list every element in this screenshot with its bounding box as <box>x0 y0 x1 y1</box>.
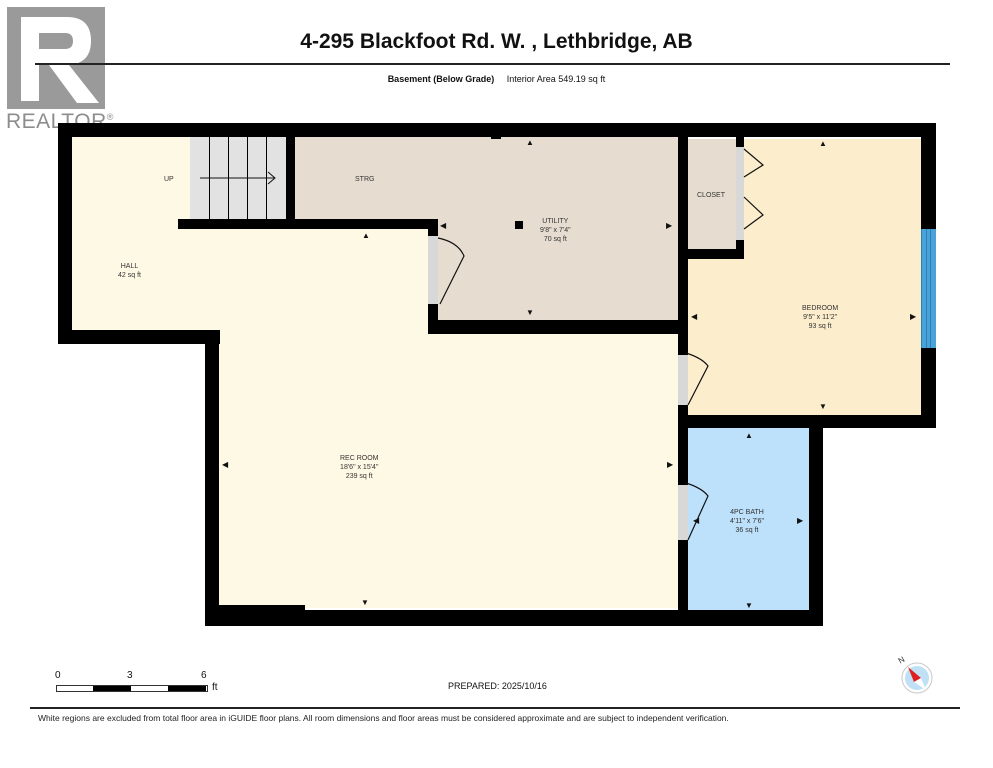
dimension-arrow-icon: ▼ <box>361 598 369 607</box>
footer-divider <box>30 707 960 709</box>
rec-room-upper <box>218 229 430 330</box>
dimension-arrow-icon: ▶ <box>797 516 804 525</box>
wall <box>58 123 72 344</box>
wall <box>205 610 823 626</box>
realtor-logo-mark <box>7 7 105 109</box>
realtor-r-icon <box>21 17 99 103</box>
page-title: 4-295 Blackfoot Rd. W. , Lethbridge, AB <box>300 30 693 53</box>
stairs-up-arrow-icon <box>200 171 276 185</box>
closet-room-fill <box>688 139 736 249</box>
dimension-arrow-icon: ▲ <box>745 431 753 440</box>
wall <box>678 540 688 626</box>
closet-door <box>736 147 744 240</box>
bath-room <box>688 428 809 613</box>
utility-door <box>428 236 438 304</box>
dimension-arrow-icon: ▶ <box>667 460 674 469</box>
wall <box>921 123 936 229</box>
utility-room <box>435 137 678 320</box>
rec-room <box>218 330 678 608</box>
prepared-date: PREPARED: 2025/10/16 <box>448 681 547 691</box>
scale-unit: ft <box>212 682 218 693</box>
storage-room <box>295 137 435 219</box>
bath-door <box>678 485 688 540</box>
wall <box>736 240 744 259</box>
utility-fixture-icon <box>515 221 523 229</box>
wall <box>428 320 688 334</box>
wall <box>678 123 688 355</box>
wall <box>58 123 936 137</box>
wall <box>178 219 438 229</box>
north-compass-icon: N <box>897 655 933 694</box>
wall <box>205 330 219 626</box>
wall <box>428 304 438 334</box>
svg-text:N: N <box>897 655 907 666</box>
interior-area: Interior Area 549.19 sq ft <box>506 74 606 84</box>
bedroom-window <box>921 229 936 348</box>
wall <box>286 123 295 229</box>
wall <box>678 415 936 428</box>
dimension-arrow-icon: ◀ <box>691 312 698 321</box>
scale-tick-6: 6 <box>201 670 207 681</box>
wall <box>809 415 823 626</box>
dimension-arrow-icon: ▼ <box>819 402 827 411</box>
scale-bar-track <box>56 685 208 692</box>
level-subtitle: Basement (Below Grade) Interior Area 549… <box>0 74 993 84</box>
wall <box>491 135 501 139</box>
dimension-arrow-icon: ▼ <box>745 601 753 610</box>
wall <box>736 137 744 147</box>
wall <box>58 330 220 344</box>
scale-tick-0: 0 <box>55 670 61 681</box>
door-swing-icon <box>685 352 709 406</box>
dimension-arrow-icon: ▲ <box>819 139 827 148</box>
dimension-arrow-icon: ◀ <box>693 516 700 525</box>
door-swing-icon <box>437 237 465 305</box>
wall <box>678 405 688 485</box>
closet-bifold-icon <box>743 148 765 230</box>
dimension-arrow-icon: ▲ <box>362 231 370 240</box>
door-swing-icon <box>685 482 709 541</box>
scale-tick-3: 3 <box>127 670 133 681</box>
wall <box>688 249 743 259</box>
wall <box>428 219 438 236</box>
dimension-arrow-icon: ◀ <box>440 221 447 230</box>
dimension-arrow-icon: ▶ <box>910 312 917 321</box>
closet-label: CLOSET <box>697 192 726 199</box>
disclaimer-text: White regions are excluded from total fl… <box>38 713 729 723</box>
dimension-arrow-icon: ▲ <box>526 138 534 147</box>
dimension-arrow-icon: ◀ <box>222 460 229 469</box>
level-name: Basement (Below Grade) <box>387 74 495 84</box>
title-divider <box>35 63 950 65</box>
storage-label: STRG <box>355 176 375 183</box>
dimension-arrow-icon: ▼ <box>526 308 534 317</box>
stairs-label: UP <box>164 176 174 183</box>
dimension-arrow-icon: ▶ <box>666 221 673 230</box>
wall <box>921 348 936 428</box>
bedroom-door <box>678 355 688 405</box>
